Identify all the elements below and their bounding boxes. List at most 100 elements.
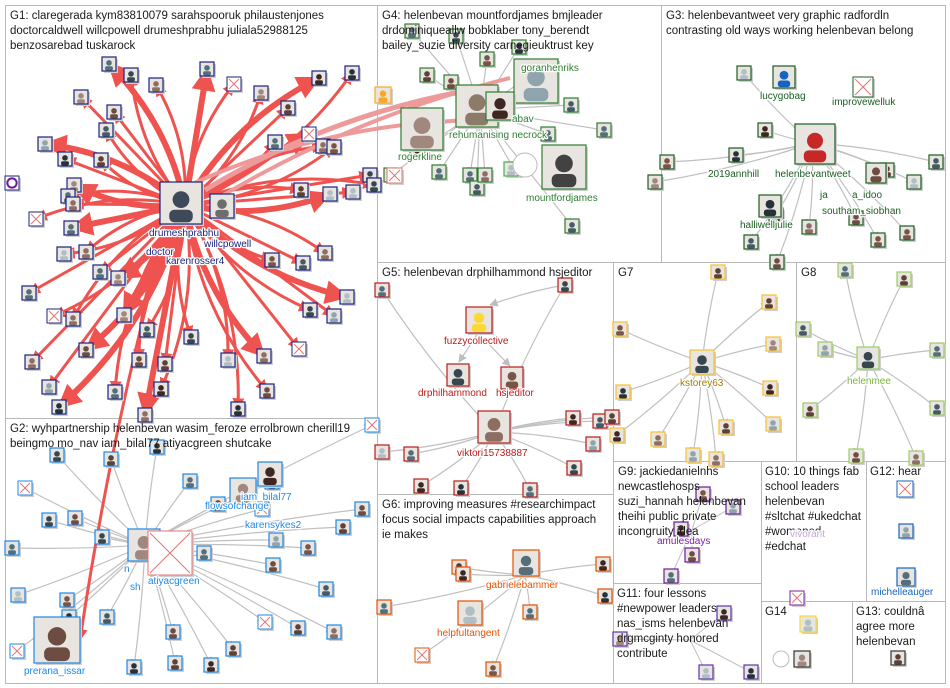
node-avatar [413,478,430,495]
node-avatar [196,545,213,562]
node-avatar [400,107,445,152]
node-avatar [4,540,21,557]
node-avatar [149,439,166,456]
node-avatar [28,211,45,228]
node-avatar [9,643,26,660]
node-avatar [99,609,116,626]
node-avatar [10,587,27,604]
node-avatar [557,277,574,294]
node-avatar [899,225,916,242]
node-avatar [896,567,917,588]
title-g10: G10: 10 things fab school leaders helenb… [765,466,864,553]
node-avatar [256,348,273,365]
node-avatar [477,410,512,445]
label-michelleauger: michelleauger [871,587,934,598]
node-avatar [564,218,581,235]
node-avatar [339,289,356,306]
title-g11-line: contribute [617,648,668,660]
node-avatar [685,447,702,464]
node-avatar [596,122,613,139]
label-2019annhill: 2019annhill [708,169,759,180]
title-g9-line: newcastlehosps [618,481,700,493]
node-avatar [848,210,865,227]
title-g12-line: G12: hear [870,466,921,478]
node-avatar [123,67,140,84]
node-avatar [57,151,74,168]
node-avatar [225,641,242,658]
label-helenbevantweet: helenbevantweet [775,169,851,180]
title-g8: G8 [801,267,816,279]
label-karensykes2: karensykes2 [245,520,302,531]
node-avatar [295,255,312,272]
node-avatar [485,91,516,122]
node-avatar [106,104,123,121]
node-avatar [51,399,68,416]
title-g2-line: beingmo mo_nav iam_bilal77 atiyacgreen s… [10,438,271,450]
node-avatar [597,588,614,605]
label-flowsofchange: flowsofchange [205,501,269,512]
node-avatar [513,58,560,105]
node-avatar [220,352,237,369]
node-avatar [896,480,915,499]
node-avatar [908,450,925,467]
node-avatar [457,600,484,627]
node-avatar [301,126,318,143]
title-g10-line: G10: 10 things fab [765,466,859,478]
node-avatar [103,451,120,468]
edge [458,332,479,363]
node-avatar [344,65,361,82]
node-avatar [157,356,174,373]
node-avatar [511,39,528,56]
title-g13-line: G13: couldnâ [856,606,925,618]
node-avatar [78,342,95,359]
label-gabrielebammer: gabrielebammer [486,580,559,591]
node-avatar [264,252,281,269]
title-g9-line: G9: jackiedanielnhs [618,466,719,478]
title-g4-line: drdominiqueallw bobklaber tony_berendt [382,25,590,37]
label-southam-siobhan: southam_siobhan [822,206,901,217]
node-avatar [257,461,284,488]
node-avatar [78,244,95,261]
title-g5-line: G5: helenbevan drphilhammond hsjeditor [382,267,592,279]
title-g4: G4: helenbevan mountfordjames bmjleader … [382,10,606,52]
node-avatar [253,85,270,102]
label-drphilhammond: drphilhammond [418,388,487,399]
node-avatar [98,122,115,139]
node-avatar [21,285,38,302]
node-avatar [49,447,66,464]
node-avatar [210,496,227,513]
node-avatar [870,232,887,249]
label-ja: ja [819,190,828,201]
node-avatar [689,349,716,376]
node-avatar [604,409,621,426]
node-avatar [33,616,82,665]
node-avatar [326,139,343,156]
group-panels [5,5,946,684]
node-avatar [793,650,812,669]
node-avatar [758,194,783,219]
node-avatar [59,592,76,609]
node-avatar [364,417,381,434]
node-avatar [663,568,680,585]
node-avatar [743,664,760,681]
node-avatar [448,28,465,45]
node-avatar [374,282,391,299]
node-avatar [698,664,715,681]
title-g11-line: G11: four lessons [617,588,707,600]
node-avatar [609,427,626,444]
node-avatar [765,416,782,433]
node-avatar [318,581,335,598]
edge [853,359,869,457]
title-g11-line: #newpower leaders [617,603,717,615]
node-avatar [794,123,837,166]
node-avatar [147,530,194,577]
node-avatar [479,51,496,68]
node-avatar [848,448,865,465]
node-avatar [695,486,712,503]
edge [75,214,172,642]
title-g4-line: G4: helenbevan mountfordjames bmjleader [382,10,603,22]
node-avatar [566,460,583,477]
title-g6-line: focus social impacts capabilities approa… [382,514,596,526]
title-g1: G1: claregerada kym83810079 sarahspooruk… [10,10,327,52]
node-avatar [403,446,420,463]
